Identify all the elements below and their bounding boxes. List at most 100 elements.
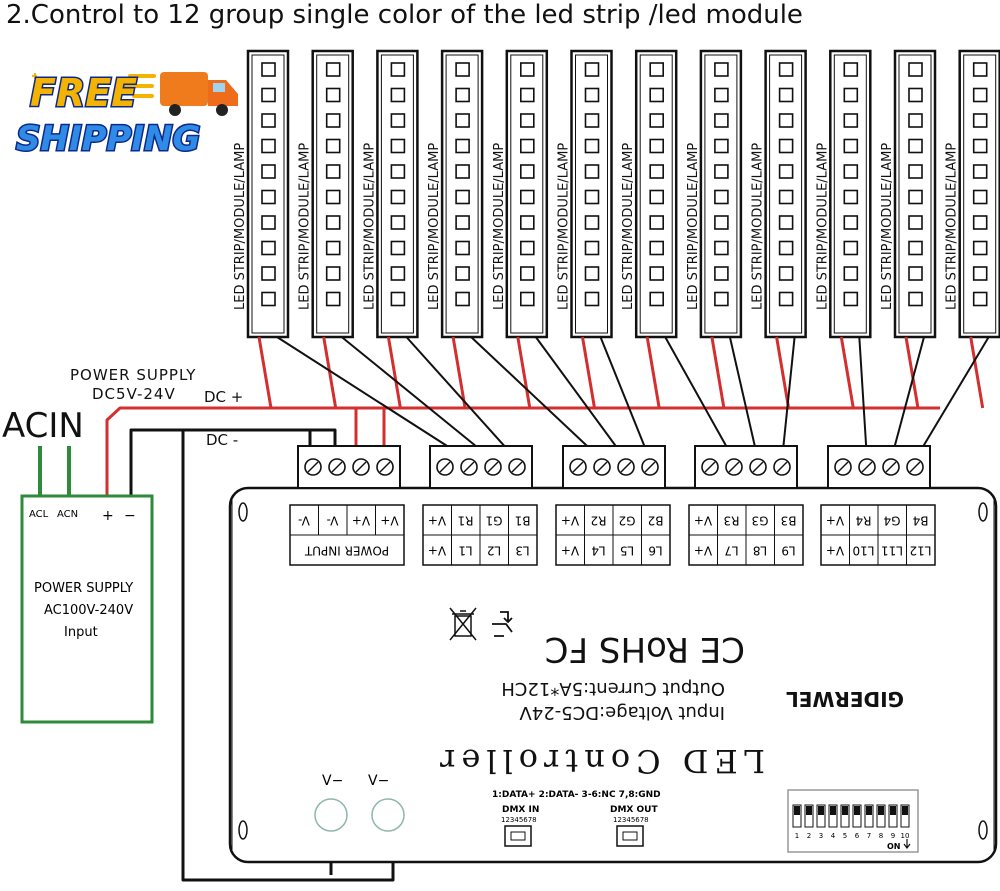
dip-key[interactable] [864, 804, 874, 828]
led-strip-body [634, 49, 678, 339]
led-chip [519, 240, 535, 256]
channel-wire-5 [534, 336, 627, 461]
terminal-label: V+ [826, 514, 844, 528]
strip-vplus-wire-3 [386, 336, 402, 409]
mount-hole-right-top [978, 502, 988, 522]
strip-vplus-wire-2 [322, 336, 338, 409]
screw-slot [620, 461, 632, 473]
ac-supply-voltage: AC100V-240V [44, 603, 133, 618]
dip-key-lever [878, 806, 884, 815]
channel-label: L9 [781, 544, 795, 558]
dip-key[interactable] [900, 804, 910, 828]
led-chip [972, 138, 988, 154]
dmx-out-pins: 12345678 [613, 816, 649, 824]
dmx-in-port[interactable] [504, 825, 532, 847]
led-strip-inner [833, 54, 867, 334]
led-strip-inner [251, 54, 285, 334]
terminal-label: V- [298, 514, 310, 528]
led-chip [325, 189, 341, 205]
led-chip [908, 291, 923, 307]
led-chip [908, 87, 923, 103]
label-grid-1: V-V-V+V+POWER INPUT [289, 504, 405, 566]
led-chip [843, 164, 859, 179]
terminal-label: G1 [486, 514, 503, 528]
terminal-block-1 [297, 445, 401, 489]
led-chip [843, 215, 859, 230]
dc-plus-bus-wire [105, 406, 940, 496]
led-chip [714, 266, 729, 281]
badge-free-text: FREE [30, 71, 137, 115]
ac-plus-label: + [102, 508, 114, 524]
channel-label: L2 [487, 544, 501, 558]
led-strip-inner [963, 54, 997, 334]
dip-key[interactable] [828, 804, 838, 828]
led-chip [908, 189, 923, 205]
led-chip [390, 266, 406, 281]
led-chip [649, 138, 665, 154]
led-chip [649, 87, 665, 103]
led-chip [908, 62, 923, 77]
terminal-label: V+ [352, 514, 370, 528]
dip-key-lever [794, 806, 800, 815]
led-chip [261, 240, 276, 256]
dip-key[interactable] [804, 804, 814, 828]
dip-number: 6 [855, 832, 860, 840]
led-chip [714, 113, 729, 128]
dip-key[interactable] [888, 804, 898, 828]
channel-label: L7 [724, 544, 738, 558]
channel-label: V+ [428, 544, 446, 558]
led-strip-9: LED STRIP/MODULE/LAMP [751, 49, 807, 339]
led-chip [908, 240, 923, 256]
dip-key[interactable] [792, 804, 802, 828]
terminal-label: V+ [561, 514, 579, 528]
dip-key[interactable] [876, 804, 886, 828]
dip-number: 10 [901, 832, 910, 840]
led-chip [390, 62, 406, 77]
led-chip [584, 240, 600, 256]
dip-key[interactable] [852, 804, 862, 828]
channel-label: V+ [694, 544, 712, 558]
led-chip [972, 189, 988, 205]
dip-key[interactable] [840, 804, 850, 828]
led-chip [390, 215, 406, 230]
led-chip [778, 87, 794, 103]
led-chip [325, 215, 341, 230]
screw-slot [379, 461, 391, 473]
ac-minus-label: − [124, 508, 136, 524]
led-chip [714, 87, 729, 103]
led-chip [455, 215, 470, 230]
led-chip [455, 62, 470, 77]
led-chip [519, 113, 535, 128]
channel-label: L5 [620, 544, 634, 558]
channel-wire-2 [341, 336, 494, 461]
dip-key-lever [806, 806, 812, 815]
led-strip-inner [316, 54, 350, 334]
led-chip [843, 62, 859, 77]
badge-shipping-text: SHIPPING [16, 119, 200, 159]
led-strip-label: LED STRIP/MODULE/LAMP [751, 143, 766, 310]
led-chip [778, 113, 794, 128]
terminal-label: G2 [619, 514, 636, 528]
terminal-block-3 [562, 445, 666, 489]
channel-label: L8 [753, 544, 767, 558]
led-chip [261, 87, 276, 103]
dmx-out-port[interactable] [616, 825, 644, 847]
led-strip-inner [769, 54, 803, 334]
led-chip [972, 266, 988, 281]
vminus-jack-2[interactable] [371, 798, 405, 832]
dc-supply-label: POWER SUPPLY [70, 366, 196, 384]
dip-key[interactable] [816, 804, 826, 828]
led-chip [843, 189, 859, 205]
vminus-jack-1[interactable] [314, 798, 348, 832]
led-chip [325, 138, 341, 154]
led-strip-5: LED STRIP/MODULE/LAMP [492, 49, 549, 339]
dip-key-lever [818, 806, 824, 815]
dip-number: 4 [831, 832, 836, 840]
mount-hole-right-bottom [978, 820, 988, 840]
led-chip [908, 164, 923, 179]
led-chip [519, 189, 535, 205]
led-strip-inner [510, 54, 544, 334]
led-strip-inner [380, 54, 414, 334]
